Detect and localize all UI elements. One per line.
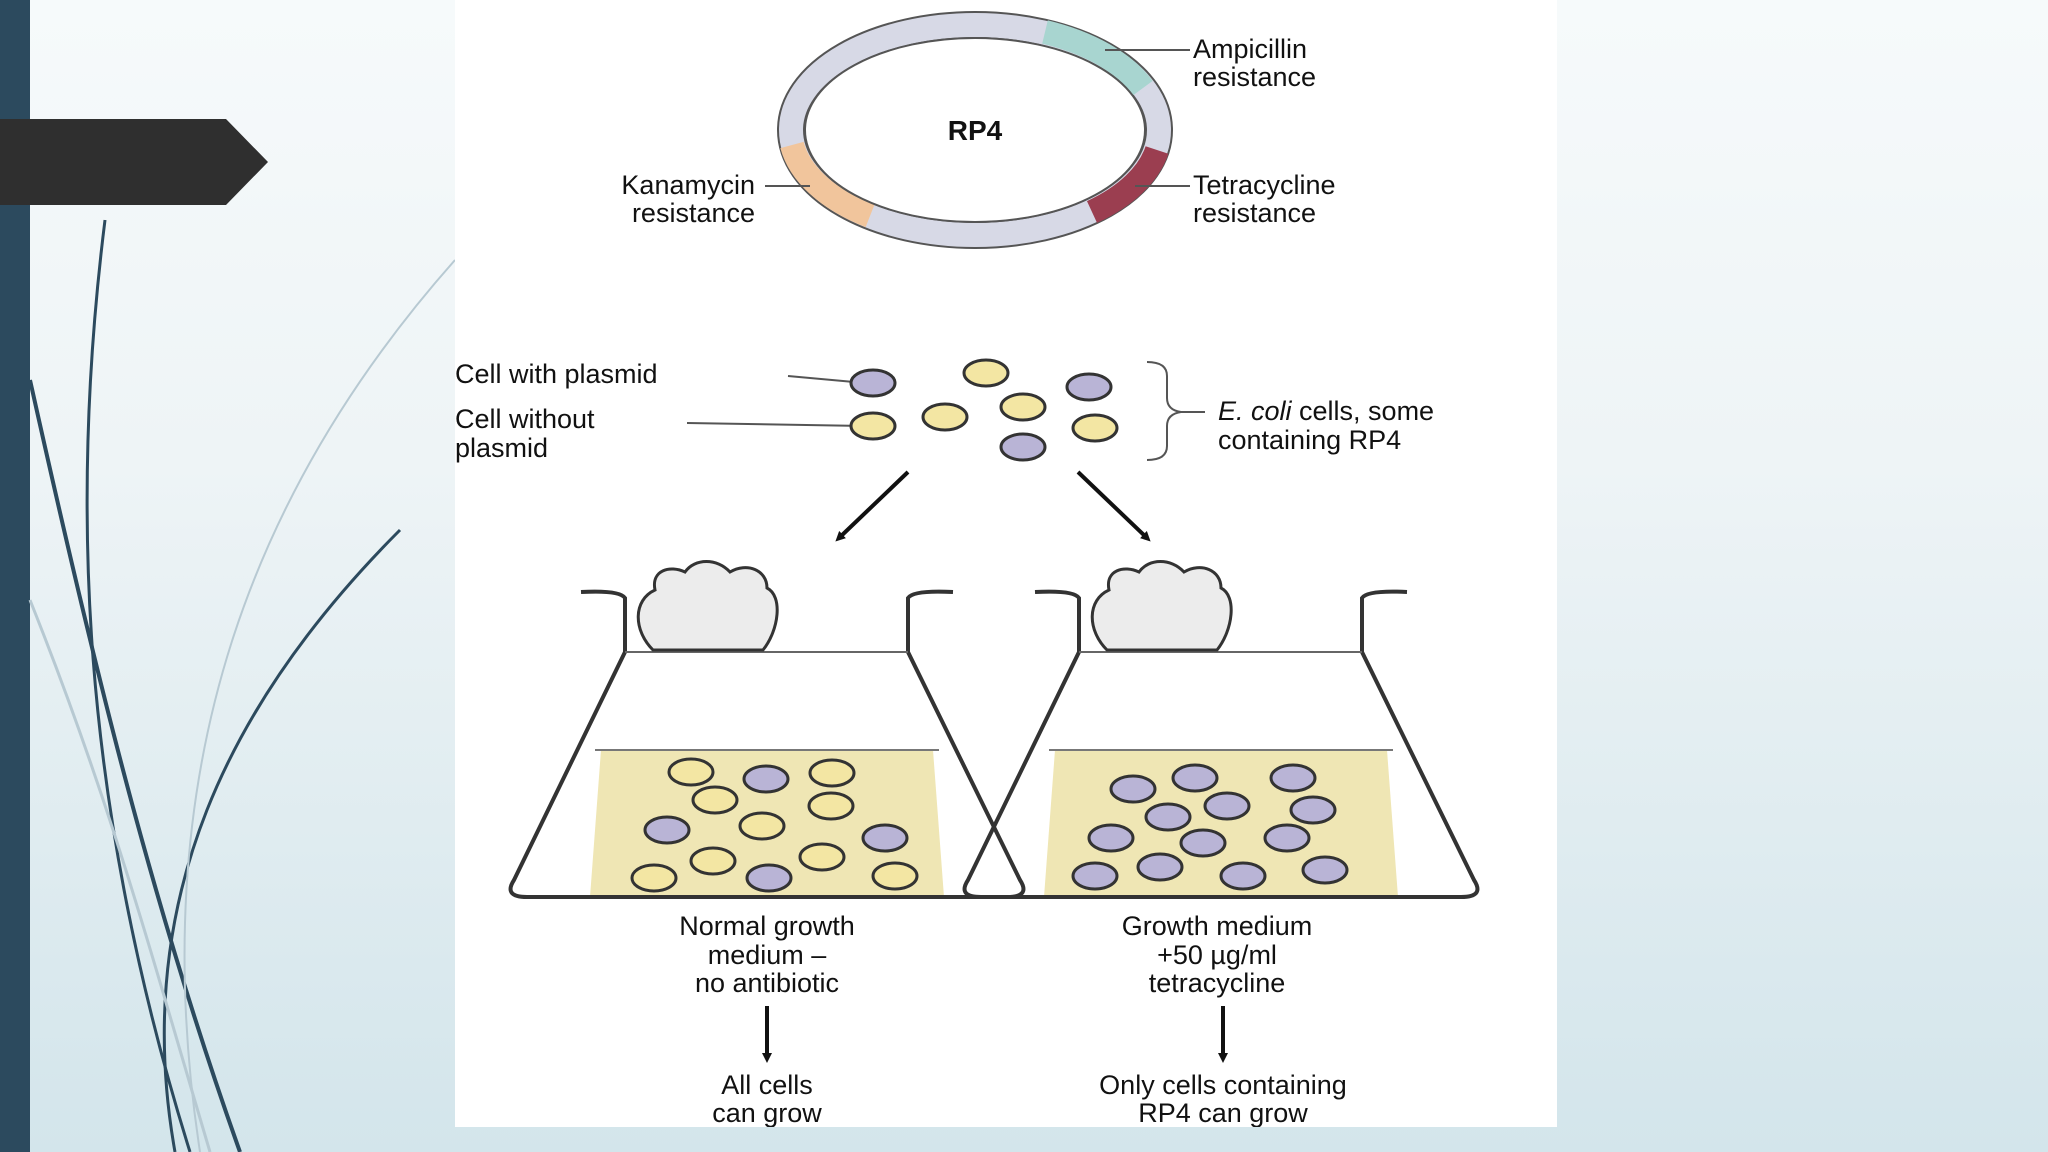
cell-without-plasmid: [849, 411, 897, 441]
cell-without-plasmid-leader: [686, 422, 866, 427]
ecoli-species: E. coli: [1218, 396, 1293, 426]
kanamycin-label-line1: Kanamycin: [621, 170, 755, 200]
left-result-line1: All cells: [721, 1070, 813, 1100]
ecoli-group-label-line1: E. coli cells, some: [1218, 396, 1434, 426]
cell-without-plasmid: [962, 358, 1010, 388]
cotton-plug: [636, 560, 779, 652]
tetracycline-label-line2: resistance: [1193, 198, 1316, 228]
kanamycin-label-line2: resistance: [632, 198, 755, 228]
cell-without-plasmid: [921, 402, 969, 432]
cell-without-plasmid-label-line2: plasmid: [455, 433, 548, 463]
cell-without-plasmid: [999, 392, 1047, 422]
tetracycline-label-line1: Tetracycline: [1193, 170, 1336, 200]
ampicillin-label-line1: Ampicillin: [1193, 34, 1307, 64]
ampicillin-label-line2: resistance: [1193, 62, 1316, 92]
tetracycline-segment: [1086, 145, 1169, 223]
mixed-cells: [630, 757, 919, 893]
decorative-curves: [28, 219, 456, 1152]
cotton-plug: [1090, 560, 1233, 652]
arrow-to-left-flask: [835, 470, 910, 542]
ecoli-group-suffix: cells, some: [1292, 396, 1435, 426]
cell-with-plasmid-label: Cell with plasmid: [455, 359, 658, 389]
left-result-line2: can grow: [712, 1098, 822, 1127]
rp4-plasmid-figure: RP4 Ampicillin resistance Tetracycline r…: [455, 0, 1557, 1127]
plasmid-ring: [777, 11, 1173, 249]
cell-with-plasmid: [1065, 372, 1113, 402]
cell-without-plasmid: [1071, 413, 1119, 443]
title-arrow-tab: [0, 119, 268, 205]
flask-normal-medium: [508, 560, 1026, 899]
left-medium-line3: no antibiotic: [695, 968, 839, 998]
right-result-line2: RP4 can grow: [1138, 1098, 1308, 1127]
ampicillin-segment: [1042, 20, 1153, 96]
cell-without-plasmid-label-line1: Cell without: [455, 404, 595, 434]
group-bracket: [1146, 361, 1182, 461]
right-result-line1: Only cells containing: [1099, 1070, 1347, 1100]
ecoli-group-label-line2: containing RP4: [1218, 425, 1401, 455]
ecoli-cells: [849, 358, 1119, 462]
right-medium-line3: tetracycline: [1149, 968, 1286, 998]
cell-with-plasmid: [849, 368, 897, 398]
arrow-to-right-flask: [1076, 470, 1151, 542]
flask-tetracycline-medium: [962, 560, 1480, 899]
right-medium-line2: +50 µg/ml: [1157, 940, 1277, 970]
left-medium-line1: Normal growth: [679, 911, 855, 941]
right-medium-line1: Growth medium: [1122, 911, 1313, 941]
plasmid-name: RP4: [948, 115, 1003, 146]
left-medium-line2: medium –: [708, 940, 827, 970]
plasmid-cells: [1071, 763, 1349, 891]
cell-with-plasmid: [999, 432, 1047, 462]
kanamycin-segment: [780, 141, 875, 228]
